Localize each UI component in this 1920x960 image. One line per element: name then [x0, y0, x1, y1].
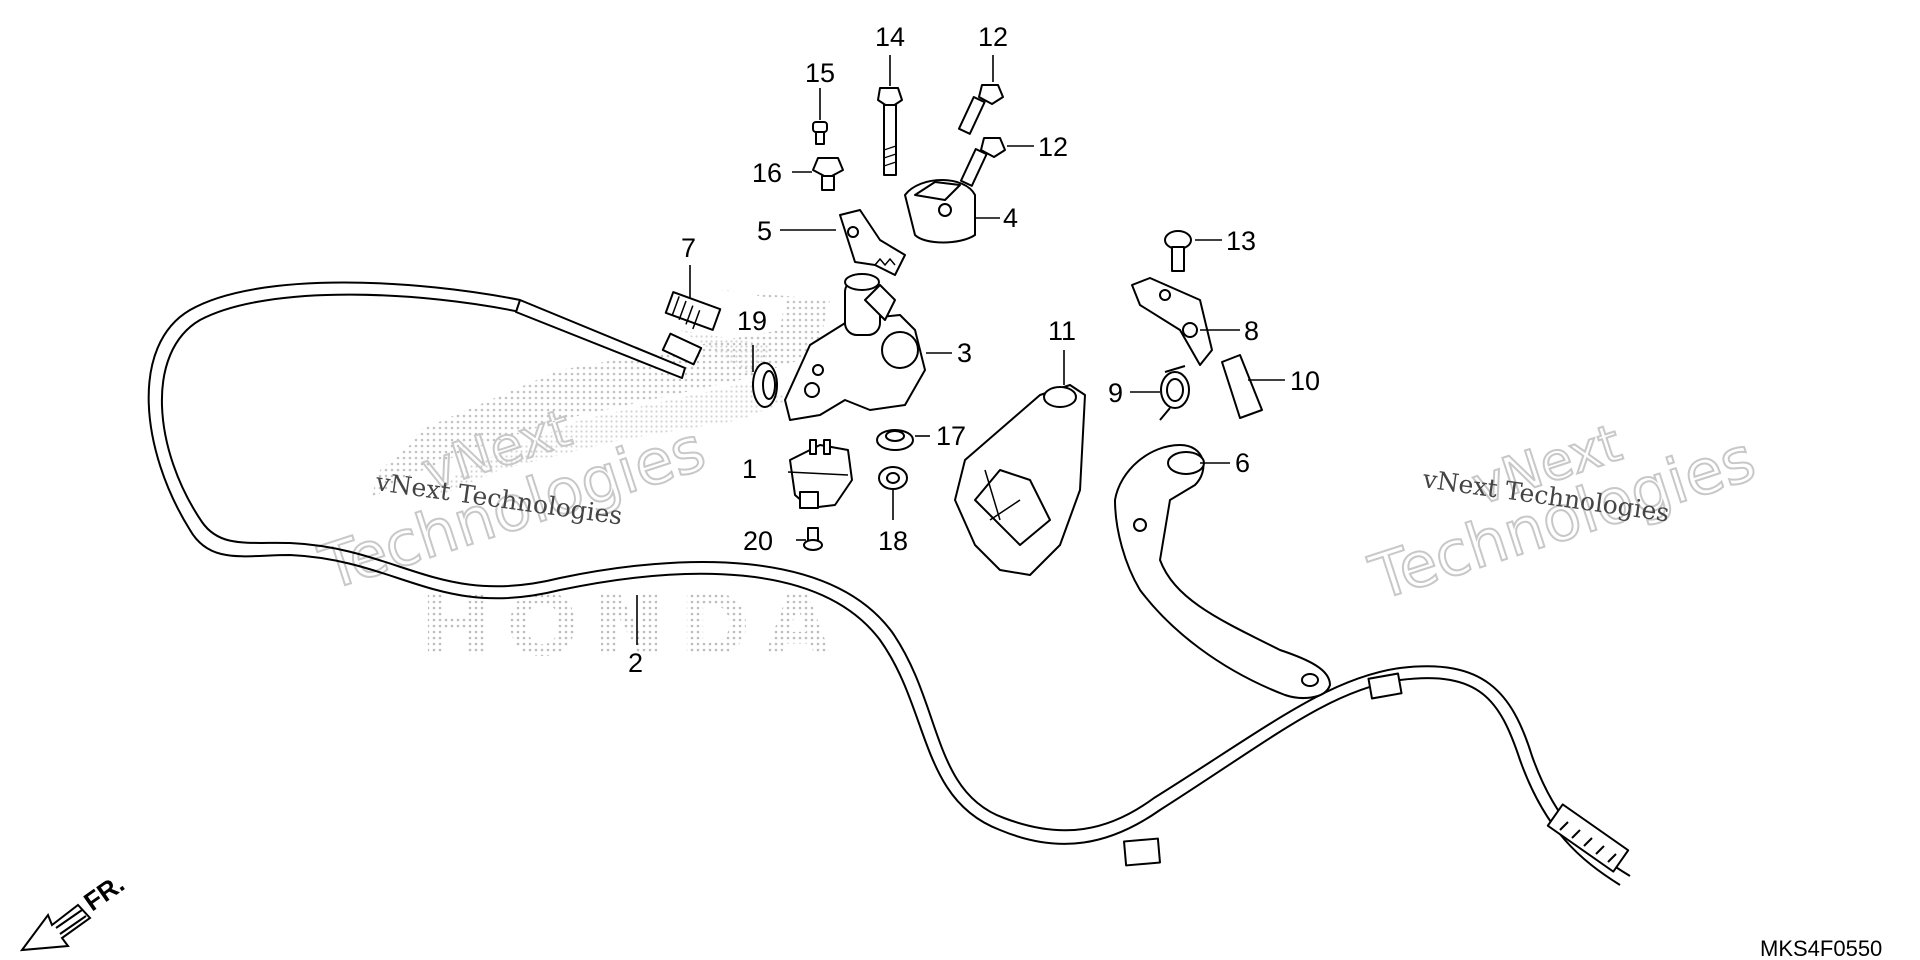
callout-13: 13 — [1226, 226, 1256, 256]
bolt-15 — [812, 121, 828, 145]
front-direction-arrow-icon: FR. — [19, 868, 130, 952]
screw-20 — [803, 527, 823, 551]
callout-10: 10 — [1290, 366, 1320, 396]
washer-17 — [876, 429, 914, 451]
callout-2: 2 — [628, 648, 643, 678]
watermark-right: vNext Technologies — [1360, 412, 1764, 615]
bolt-12-upper — [957, 84, 1004, 135]
callout-5: 5 — [757, 216, 772, 246]
leader-lines — [636, 55, 1285, 645]
callout-14: 14 — [875, 22, 905, 52]
callout-1: 1 — [742, 454, 757, 484]
honda-text-watermark: HONDA — [420, 576, 845, 676]
front-direction-label: FR. — [78, 868, 130, 917]
clutch-cable — [147, 281, 1631, 886]
bolt-14 — [877, 87, 903, 176]
screw-13 — [1164, 230, 1192, 272]
cable-adjuster-end — [1546, 803, 1630, 873]
clutch-switch — [789, 439, 853, 509]
diagram-code: MKS4F0550 — [1760, 936, 1882, 960]
clutch-lever — [1114, 444, 1331, 699]
bolt-12-lower — [959, 137, 1006, 187]
bolt-16 — [812, 157, 844, 191]
lock-ring — [752, 362, 778, 408]
callout-12b: 12 — [1038, 132, 1068, 162]
callout-16: 16 — [752, 158, 782, 188]
callout-20: 20 — [743, 526, 773, 556]
lever-cover — [954, 384, 1086, 576]
lever-holder — [784, 273, 926, 421]
callout-9: 9 — [1108, 378, 1123, 408]
callout-8: 8 — [1244, 316, 1259, 346]
callout-18: 18 — [878, 526, 908, 556]
lever-pad — [1221, 354, 1263, 419]
lever-plate — [1131, 277, 1213, 366]
callouts: 1 2 3 4 5 6 7 8 9 10 11 12 12 13 14 15 1… — [628, 22, 1320, 678]
callout-7: 7 — [681, 233, 696, 263]
callout-6: 6 — [1235, 448, 1250, 478]
bracket-plate — [839, 209, 906, 276]
washer-18 — [878, 466, 908, 490]
callout-17: 17 — [936, 421, 966, 451]
lever-spring — [1159, 365, 1190, 421]
holder-clamp — [904, 179, 976, 244]
callout-19: 19 — [737, 306, 767, 336]
callout-3: 3 — [957, 338, 972, 368]
callout-11: 11 — [1048, 316, 1076, 346]
callout-15: 15 — [805, 58, 835, 88]
callout-4: 4 — [1003, 203, 1018, 233]
adjuster-bolt — [664, 291, 722, 331]
callout-12a: 12 — [978, 22, 1008, 52]
honda-wing-watermark — [370, 290, 830, 500]
